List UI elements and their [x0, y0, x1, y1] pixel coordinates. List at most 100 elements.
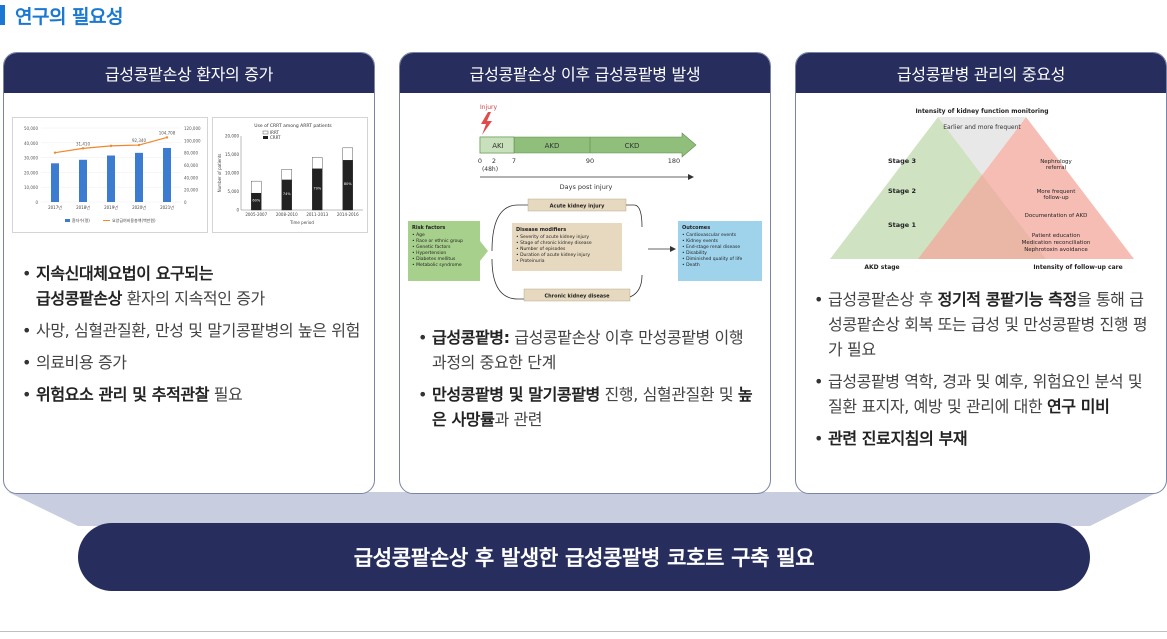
bullet-list: 급성콩팥병: 급성콩팥손상 이후 만성콩팥병 이행 과정의 중요한 단계 만성콩…	[418, 325, 758, 439]
column-heading: 급성콩팥손상 환자의 증가	[4, 53, 374, 93]
modifier-item: • Duration of acute kidney injury	[516, 252, 590, 258]
bar	[51, 163, 59, 202]
tick-label: 90	[586, 157, 594, 165]
care-item: Patient education	[1032, 233, 1081, 239]
bullet-item: 의료비용 증가	[22, 350, 362, 375]
lightning-icon	[481, 112, 492, 135]
modifier-item: • Proteinuria	[516, 258, 545, 264]
line-point	[137, 143, 141, 147]
legend-label: CRRT	[270, 135, 281, 140]
modifier-item: • Stage of chronic kidney disease	[516, 240, 592, 246]
x-axis-label: Time period	[289, 220, 314, 225]
bullet-item: 급성콩팥병: 급성콩팥손상 이후 만성콩팥병 이행 과정의 중요한 단계	[418, 325, 758, 375]
y2-tick-label: 40,000	[184, 175, 198, 180]
y-tick-label: 0	[35, 200, 38, 205]
y-tick-label: 20,000	[24, 170, 38, 175]
legend-label: 요양급여비용총액(백만원)	[112, 217, 156, 223]
arrow-head	[670, 246, 676, 252]
tick-label: 0	[478, 157, 482, 165]
salmon-triangle	[918, 117, 1134, 259]
line-point	[109, 144, 113, 148]
y-tick-label: 50,000	[24, 126, 38, 131]
data-label: 74%	[283, 192, 291, 196]
outcome-item: • Kidney events	[682, 238, 719, 244]
outcome-item: • End-stage renal disease	[682, 244, 740, 250]
diagram-subtitle: Earlier and more frequent	[943, 124, 1021, 131]
bullet-item: 급성콩팥병 역학, 경과 및 예후, 위험요인 분석 및 질환 표지자, 예방 …	[814, 369, 1154, 419]
risk-factors-box	[408, 221, 480, 281]
y-tick-label: 10,000	[225, 171, 239, 176]
bar-crrt	[342, 160, 353, 210]
aki-phase-box	[479, 136, 515, 154]
stage-label: Stage 1	[888, 221, 916, 229]
outcome-item: • Cardiovascular events	[682, 232, 737, 238]
aki-box	[527, 198, 627, 212]
conclusion-banner: 급성콩팥손상 후 발생한 급성콩팥병 코호트 구축 필요	[78, 523, 1090, 591]
x-tick-label: 2011-2013	[306, 212, 328, 217]
cycle-arrow	[491, 204, 643, 252]
risk-item: • Age	[412, 232, 425, 238]
risk-item: • Diabetes mellitus	[412, 256, 456, 262]
modifier-item: • Severity of acute kidney injury	[516, 234, 589, 240]
risk-item: • Hypertension	[412, 250, 446, 256]
y2-tick-label: 60,000	[184, 163, 198, 168]
column-akd-management: 급성콩팥병 관리의 중요성 Intensity of kidney functi…	[795, 52, 1167, 494]
outcomes-box	[678, 221, 762, 281]
axis-label: Intensity of follow-up care	[1033, 264, 1122, 271]
outcome-item: • Diminished quality of life	[682, 256, 742, 262]
bar	[79, 159, 87, 202]
data-label: 104,708	[159, 130, 176, 135]
x-tick-label: 2018년	[76, 204, 90, 210]
y2-tick-label: 120,000	[184, 126, 201, 131]
y-tick-label: 40,000	[24, 141, 38, 146]
x-tick-label: 2014-2016	[337, 212, 359, 217]
stage-label: Stage 3	[888, 157, 916, 165]
care-item: referral	[1046, 165, 1067, 171]
line-point	[81, 147, 85, 150]
axis-arrowhead	[688, 174, 694, 180]
line-point	[165, 136, 169, 139]
bar	[107, 155, 115, 202]
column-heading: 급성콩팥손상 이후 급성콩팥병 발생	[400, 53, 770, 93]
phase-label: CKD	[625, 142, 640, 150]
box-label: Chronic kidney disease	[544, 294, 610, 300]
y-tick-label: 0	[236, 208, 239, 213]
risk-item: • Genetic factors	[412, 244, 451, 250]
legend-label: 환자수(명)	[72, 217, 90, 223]
outcome-item: • Death	[682, 262, 700, 268]
outcome-item: • Disability	[682, 250, 707, 256]
legend-label: IRRT	[270, 130, 279, 135]
bullet-item: 사망, 심혈관질환, 만성 및 말기콩팥병의 높은 위험	[22, 318, 362, 343]
bar-crrt	[251, 192, 262, 210]
box-label: Acute kidney injury	[550, 204, 605, 210]
phase-label: AKD	[545, 142, 560, 150]
tick-label: 180	[668, 157, 680, 165]
overlap-top	[938, 117, 1026, 175]
y-tick-label: 30,000	[24, 156, 38, 161]
x-tick-label: 2021년	[160, 204, 174, 210]
y2-tick-label: 80,000	[184, 151, 198, 156]
bullet-item: 급성콩팥손상 후 정기적 콩팥기능 측정을 통해 급성콩팥손상 회복 또는 급성…	[814, 287, 1154, 362]
care-item: Medication reconciliation	[1022, 240, 1091, 246]
modifiers-box	[512, 223, 622, 271]
y-axis-label: Number of patients	[217, 154, 222, 193]
ckd-box	[523, 288, 631, 302]
bullet-list: 급성콩팥손상 후 정기적 콩팥기능 측정을 통해 급성콩팥손상 회복 또는 급성…	[814, 287, 1154, 458]
tick-label: 7	[512, 157, 516, 165]
legend-swatch	[263, 136, 268, 139]
risk-item: • Metabolic syndrome	[412, 262, 462, 268]
axis-label: AKD stage	[864, 264, 899, 271]
care-item: More frequent	[1037, 189, 1077, 195]
x-tick-label: 2008-2010	[276, 212, 298, 217]
axis-label: Days post injury	[560, 183, 613, 191]
box-title: Disease modifiers	[516, 227, 566, 233]
y2-tick-label: 20,000	[184, 188, 198, 193]
bullet-item: 만성콩팥병 및 말기콩팥병 진행, 심혈관질환 및 높은 사망률과 관련	[418, 382, 758, 432]
x-tick-label: 2019년	[104, 204, 118, 210]
x-tick-label: 2017년	[48, 204, 62, 210]
